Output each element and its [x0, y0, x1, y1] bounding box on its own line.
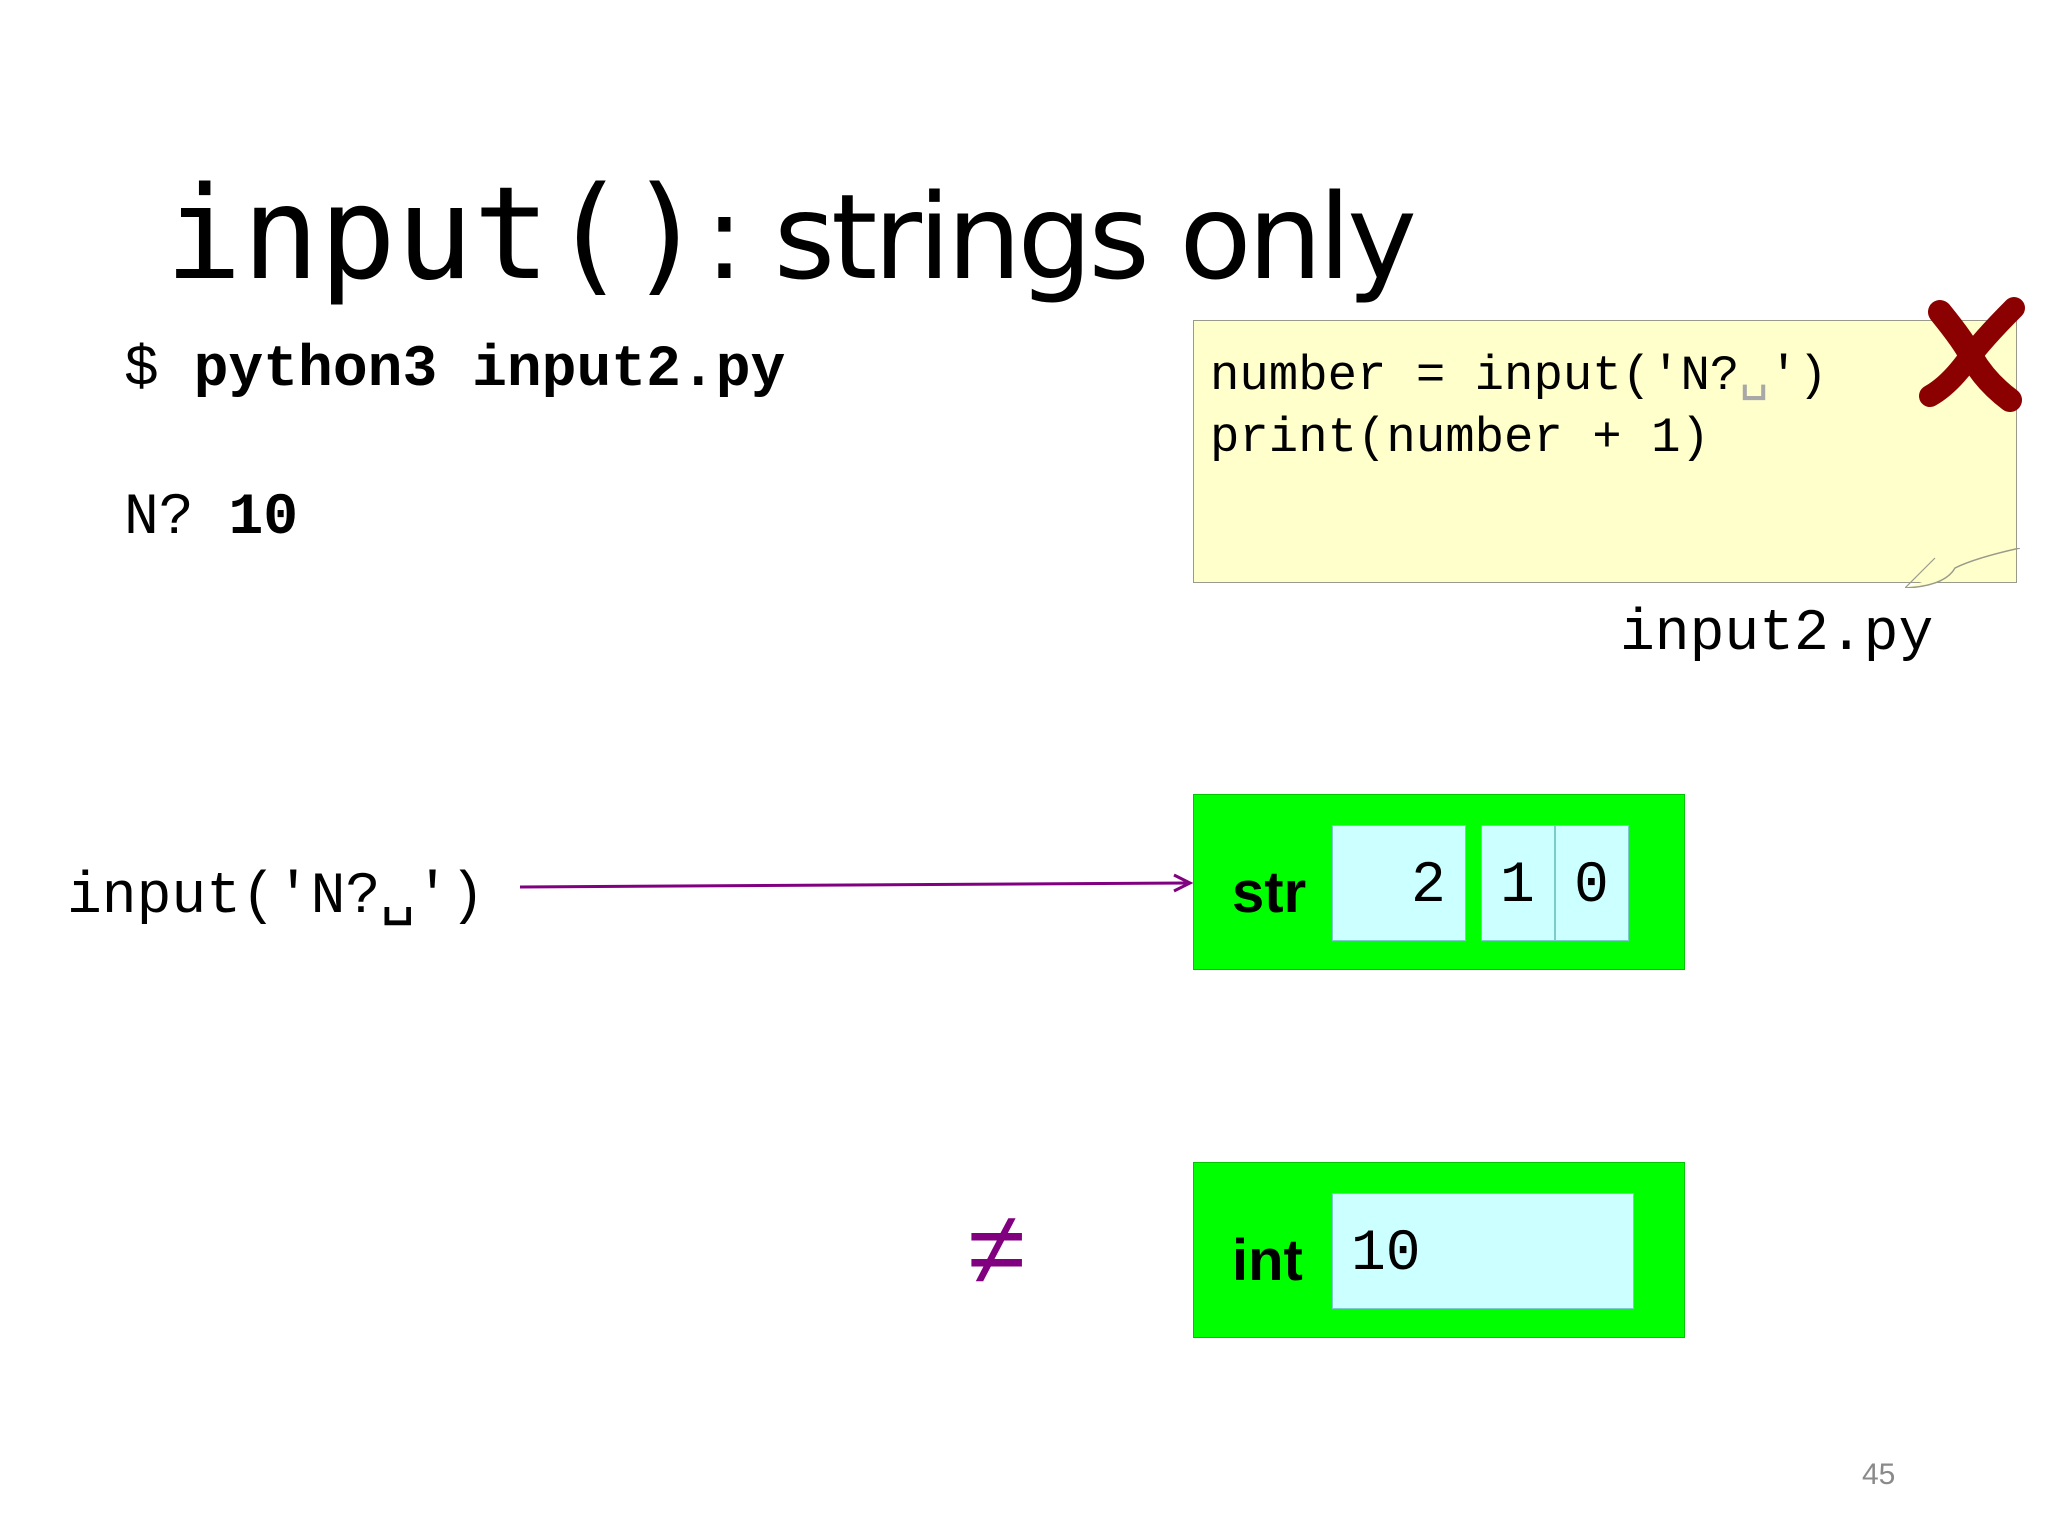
- page-fold-corner: [1905, 548, 2020, 588]
- arrow-icon: [520, 873, 1194, 893]
- terminal-input-line: N? 10: [124, 490, 298, 548]
- script-filename: input2.py: [1620, 602, 1934, 667]
- str-object-box: str 2 1 0: [1193, 794, 1685, 970]
- page-number: 45: [1862, 1458, 1896, 1491]
- cross-icon: [1919, 297, 2025, 412]
- int-value-cell: 10: [1332, 1193, 1634, 1309]
- terminal-command-line: $ python3 input2.py: [124, 342, 785, 400]
- str-char-cell: 2: [1332, 825, 1466, 941]
- space-symbol: ␣: [1739, 348, 1769, 404]
- slide-title: input(): strings only: [165, 160, 1417, 320]
- int-type-label: int: [1232, 1228, 1303, 1293]
- not-equal-symbol: ≠: [968, 1191, 1026, 1307]
- input-value: 10: [228, 486, 299, 551]
- title-code: input(): [165, 160, 705, 309]
- str-type-label: str: [1232, 860, 1307, 925]
- input-prompt: N?: [124, 486, 194, 551]
- int-object-box: int 10: [1193, 1162, 1685, 1338]
- input-call-expression: input('N?␣'): [67, 865, 485, 930]
- code-note: number = input('N?␣') print(number + 1): [1193, 320, 2017, 583]
- terminal-command: python3 input2.py: [193, 338, 786, 403]
- code-line-1: number = input('N?␣'): [1210, 348, 1828, 404]
- str-char-cell: 0: [1555, 825, 1629, 941]
- str-char-cell: 1: [1481, 825, 1555, 941]
- terminal-prompt: $: [124, 338, 159, 403]
- code-listing: number = input('N?␣') print(number + 1): [1210, 345, 1828, 469]
- code-line-2: print(number + 1): [1210, 410, 1710, 466]
- title-text: : strings only: [704, 168, 1417, 306]
